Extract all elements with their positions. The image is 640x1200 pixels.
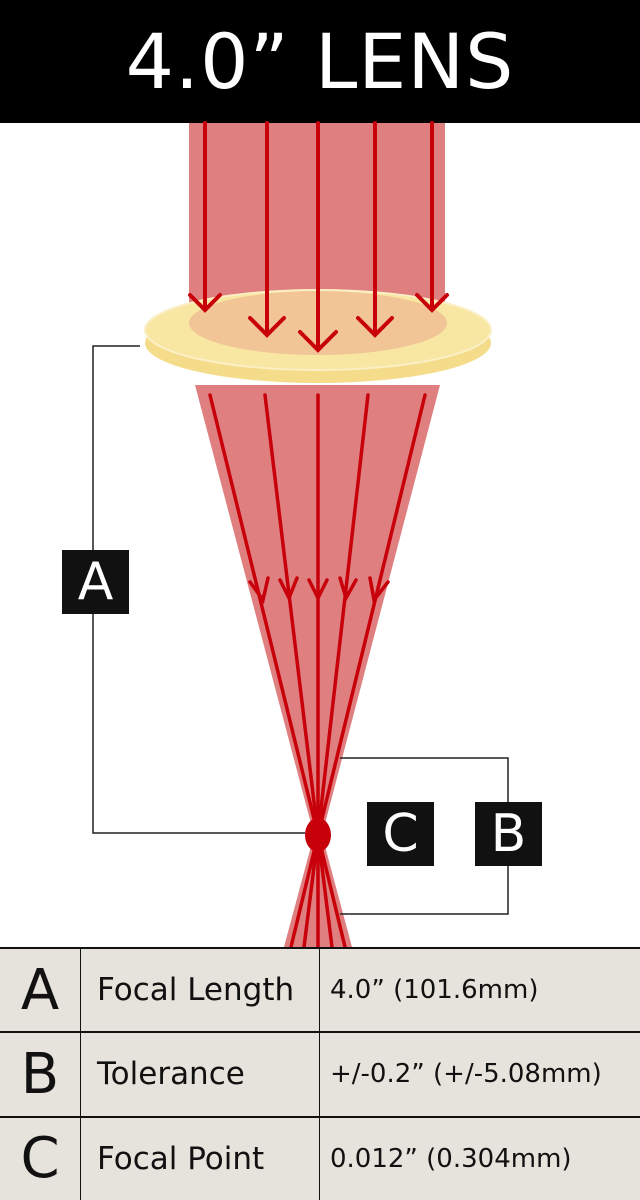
label-a: A xyxy=(62,550,129,614)
row-letter: C xyxy=(0,1115,81,1200)
page-title: 4.0” LENS xyxy=(0,0,640,123)
row-value: 4.0” (101.6mm) xyxy=(319,946,640,1033)
lens-diagram xyxy=(92,121,509,947)
row-name: Focal Length xyxy=(80,946,320,1033)
row-letter: B xyxy=(0,1031,81,1117)
row-name: Tolerance xyxy=(80,1031,320,1117)
row-value: 0.012” (0.304mm) xyxy=(319,1115,640,1200)
incoming-rays xyxy=(188,121,449,353)
row-letter: A xyxy=(0,946,81,1033)
row-value: +/-0.2” (+/-5.08mm) xyxy=(319,1031,640,1117)
label-c: C xyxy=(367,802,434,866)
focal-point xyxy=(305,818,331,852)
row-name: Focal Point xyxy=(80,1115,320,1200)
label-b: B xyxy=(475,802,542,866)
